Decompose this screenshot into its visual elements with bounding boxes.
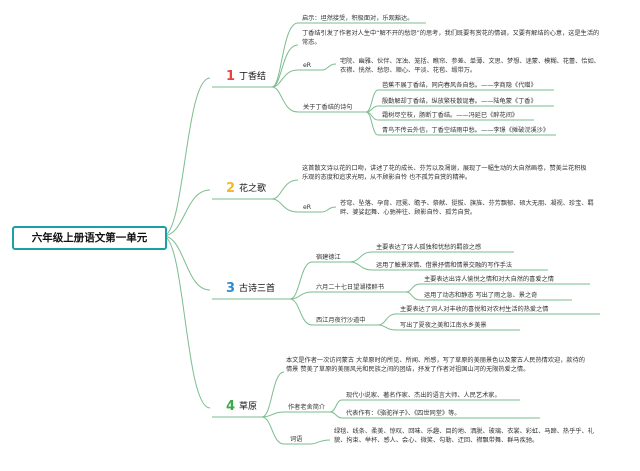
branch-number: 1 — [226, 69, 236, 84]
branch-title: 花之歌 — [239, 184, 267, 194]
branch-number: 2 — [226, 181, 236, 196]
b4-author-label: 作者老舍简介 — [288, 404, 326, 411]
b4-author-note-2: 代表作有：《骆驼祥子》、《四世同堂》等。 — [346, 410, 461, 417]
b3-poem-1-note-2: 运用了触景深情、借景抒情和情景交融的写作手法 — [376, 262, 513, 269]
b1-poem-1: 芭蕉不展丁香结，同向春风各自愁。——李商隐《代赠》 — [382, 82, 537, 89]
b1-poems-label: 关于丁香结的诗句 — [303, 104, 353, 111]
b3-poem-3-note-2: 写出了夏夜之美和江南水乡美景 — [400, 322, 487, 329]
b4-words-label: 词语 — [290, 436, 303, 443]
branch-number: 4 — [226, 399, 236, 414]
b1-poem-3: 霜树尽空枝，肠断丁香结。——冯延巳《醉花间》 — [382, 112, 519, 119]
branch-title: 草原 — [239, 402, 258, 412]
b3-poem-1-title: 宿建德江 — [316, 254, 341, 261]
b4-theme: 本文是作者一次访问蒙古 大草原时的所见、所闻、所感，写了草原的美丽景色以及蒙古人… — [286, 357, 585, 373]
branch-title: 丁香结 — [239, 72, 267, 82]
b4-words: 绿毯、线条、柔美、惊叹、回味、乐趣、目的地、洒脱、玻璃、衣裳、彩虹、马蹄、热乎乎… — [334, 428, 594, 444]
b1-words-label: eR — [303, 62, 312, 69]
b3-poem-3-title: 西江月夜行沙道中 — [316, 317, 366, 324]
b2-theme: 这首散文诗以花的口吻，讲述了花的成长、芬芳以及凋谢，展现了一幅生动的大自然画卷，… — [302, 165, 587, 181]
b3-poem-2-title: 六月二十七日望湖楼醉书 — [316, 284, 385, 291]
b1-theme: 丁香结引发了作者对人生中“解不开的愁怨”的思考，我们既要有赏花的情调，又要有解结… — [302, 30, 600, 46]
branch-number: 3 — [226, 281, 236, 296]
b3-poem-1-note-1: 主要表达了诗人孤独和忧愁的羁旅之感 — [376, 244, 482, 251]
b3-poem-2-note-2: 运用了动态和静态 写出了雨之急、景之奇 — [424, 292, 538, 299]
b1-poem-4: 青鸟不传云外信，丁香空结雨中愁。——李璟《摊破浣溪沙》 — [382, 127, 550, 134]
b1-hint: 启示：坦然接受，积极面对，乐观豁达。 — [302, 15, 414, 22]
b3-poem-3-note-1: 主要表达了词人对丰收的喜悦和对农村生活的热爱之情 — [400, 306, 549, 313]
b4-author-note-1: 现代小说家、著名作家、杰出的语言大师、人民艺术家。 — [346, 392, 501, 399]
b1-words: 宅院、幽雅、伙伴、浑浊、笼括、瞧帘、参差、单薄、文思、梦想、迷蒙、模糊、花蕾、恰… — [340, 58, 600, 74]
b2-words: 苍穹、坠落、孕育、冠冕、瞻予、祭献、挺拔、旗旌、芬芳飘郁、硕大无朋、凝视、珍宝、… — [340, 200, 594, 216]
branch-title: 古诗三首 — [239, 284, 276, 294]
b2-words-label: eR — [303, 204, 312, 211]
root-node[interactable]: 六年级上册语文第一单元 — [12, 226, 167, 250]
b1-poem-2: 殷勤解却丁香结，纵放繁枝散诞春。——陆龟蒙《丁香》 — [382, 98, 537, 105]
b3-poem-2-note-1: 主要表达出诗人愉悦之情和对大自然的喜爱之情 — [424, 276, 554, 283]
